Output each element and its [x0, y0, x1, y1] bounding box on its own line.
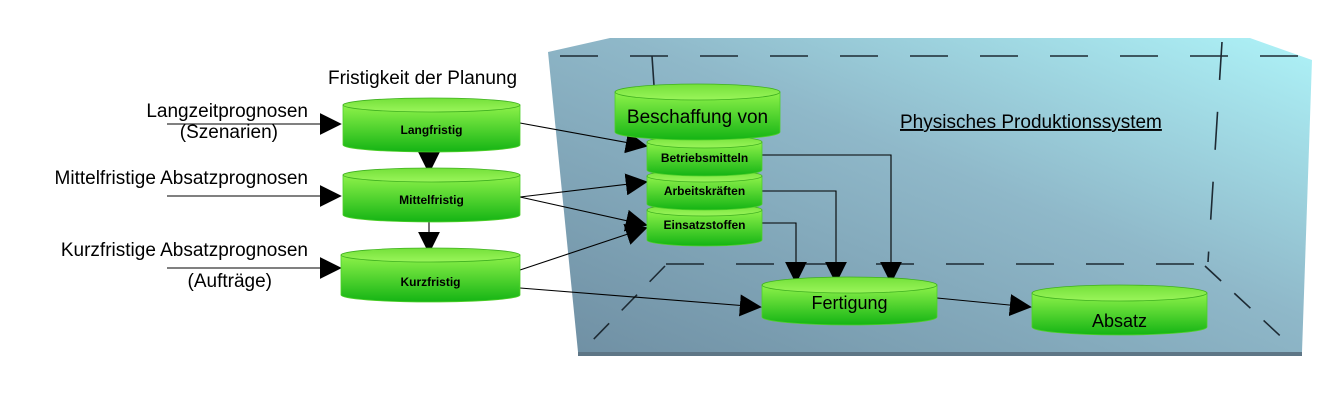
cylinder-kurzfristig-label: Kurzfristig [401, 275, 461, 289]
mid-to-arbeitskraefte-arrow [519, 173, 648, 198]
input-mid: Mittelfristige Absatzprognosen [55, 168, 308, 189]
fertigung-to-absatz-arrow [936, 294, 1032, 317]
cylinder-fertigung-label: Fertigung [811, 293, 887, 313]
short-to-einsatzstoffe-arrow [519, 223, 648, 271]
cylinder-arbeitskraefte-label: Arbeitskräften [664, 184, 745, 198]
cylinder-absatz-label: Absatz [1092, 311, 1147, 331]
arbeitskraefte-to-fertigung-arrow [762, 190, 847, 284]
long-to-betriebsmittel-arrow [519, 122, 648, 154]
betriebsmittel-to-fertigung-arrow [762, 154, 902, 284]
cylinder-mittelfristig-label: Mittelfristig [399, 193, 464, 207]
planning-title: Fristigkeit der Planung [328, 68, 517, 89]
edges [167, 113, 1032, 317]
cylinder-beschaffung-label: Beschaffung von [627, 107, 768, 128]
cylinder-mittelfristig: Mittelfristig [342, 167, 521, 223]
cylinder-langfristig: Langfristig [342, 97, 521, 153]
input-short-line1: Kurzfristige Absatzprognosen [61, 240, 308, 261]
input-long-line2: (Szenarien) [180, 122, 278, 143]
cylinder-einsatzstoffe-label: Einsatzstoffen [663, 218, 745, 232]
cylinder-kurzfristig: Kurzfristig [340, 247, 521, 303]
cylinder-fertigung: Fertigung [761, 276, 938, 326]
system-label: Physisches Produktionssystem [900, 112, 1162, 133]
input-short-line2: (Aufträge) [188, 271, 272, 292]
mid-to-einsatzstoffe-arrow [519, 196, 648, 232]
einsatzstoffe-to-fertigung-arrow [762, 222, 807, 284]
cylinder-langfristig-label: Langfristig [401, 123, 463, 137]
cylinder-absatz: Absatz [1031, 284, 1208, 336]
cylinder-beschaffung: Beschaffung von [614, 83, 781, 141]
cylinder-betriebsmittel: Betriebsmitteln [646, 135, 763, 177]
short-to-fertigung-arrow [519, 287, 762, 317]
input-long-line1: Langzeitprognosen [146, 101, 308, 122]
cylinder-betriebsmittel-label: Betriebsmitteln [661, 151, 748, 165]
